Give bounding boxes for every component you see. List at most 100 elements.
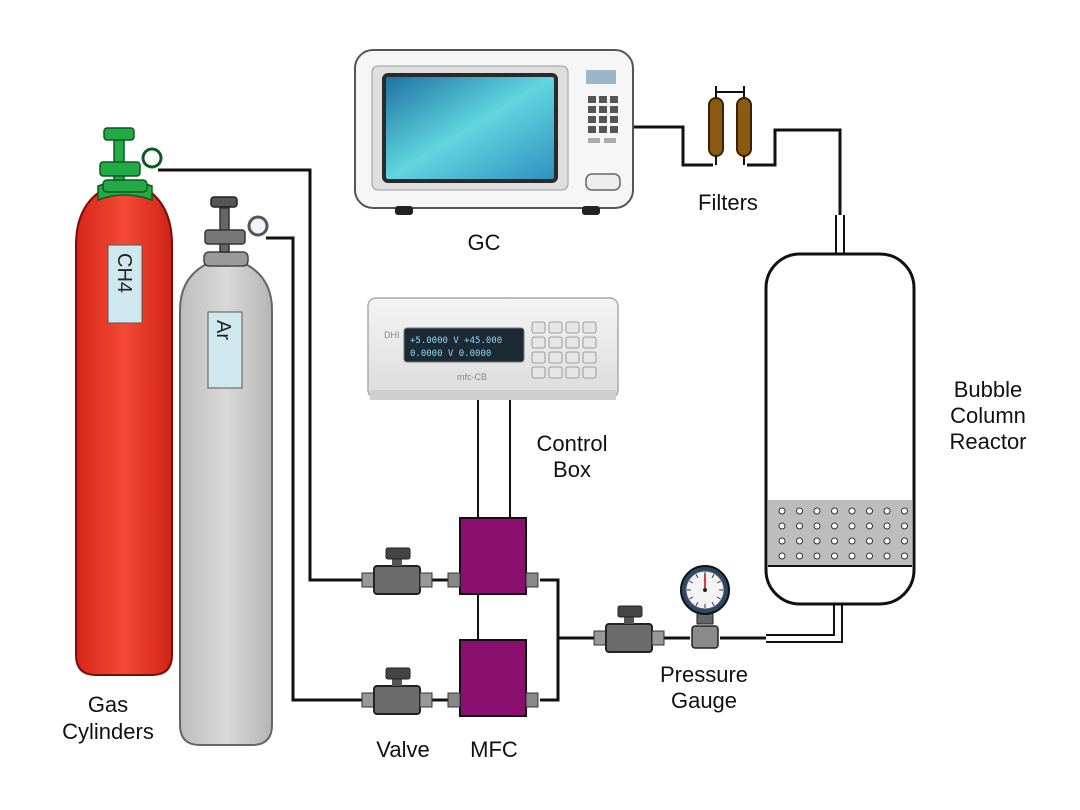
bubble xyxy=(866,507,873,515)
filters-to-gc xyxy=(620,125,713,167)
control-box-key xyxy=(531,351,546,364)
ch4-regulator-gauge xyxy=(141,147,163,169)
control-box-key xyxy=(548,336,563,349)
gc-label: GC xyxy=(468,230,501,255)
gc-keypad xyxy=(588,96,618,143)
bubble xyxy=(831,537,838,545)
ch4-valve-handle xyxy=(103,127,135,141)
pressure-gauge xyxy=(680,565,730,649)
control-box-key xyxy=(582,321,597,334)
bubble xyxy=(831,507,838,515)
bubble xyxy=(813,507,821,515)
control-box-key xyxy=(531,336,546,349)
bubble xyxy=(848,522,856,530)
bubble xyxy=(778,507,786,515)
bubble xyxy=(866,552,873,560)
control-box-display-line2: 0.0000 V 0.0000 xyxy=(410,349,491,359)
piping xyxy=(158,91,845,702)
gauge-tick xyxy=(716,580,721,584)
gc-foot-left xyxy=(395,206,413,215)
mfc-outlet-merge xyxy=(540,578,598,702)
bubble xyxy=(883,537,891,545)
gauge-tick xyxy=(689,580,694,584)
mfc-ar xyxy=(447,639,539,717)
control-box-key xyxy=(548,351,563,364)
ch4-label-tag xyxy=(107,244,143,324)
gc-foot-right xyxy=(582,206,600,215)
bubble xyxy=(796,537,803,545)
mfc-label: MFC xyxy=(470,737,518,762)
control-box: DHI +5.0000 V +45.000 0.0000 V 0.0000 mf… xyxy=(367,297,619,400)
gc-door-handle xyxy=(585,173,621,191)
control-box-keypad xyxy=(531,321,597,379)
control-box-model: mfc-CB xyxy=(457,372,487,382)
gauge-tick xyxy=(711,601,715,606)
control-box-key xyxy=(548,321,563,334)
bubble xyxy=(813,522,821,530)
pressure-gauge-label-line1: Pressure xyxy=(660,662,748,687)
bubble xyxy=(778,552,786,560)
reactor-label-line3: Reactor xyxy=(949,429,1026,454)
bubble xyxy=(901,522,908,530)
bubble xyxy=(831,552,838,560)
gauge-tick xyxy=(689,596,694,600)
ar-valve-handle xyxy=(210,196,238,208)
control-box-label-line1: Control xyxy=(537,431,608,456)
ch4-label: CH4 xyxy=(113,253,135,293)
bubble xyxy=(866,522,873,530)
ch4-cylinder: CH4 xyxy=(75,127,173,676)
control-box-brand: DHI xyxy=(384,330,400,340)
gauge-tick xyxy=(695,574,699,579)
ar-cylinder: Ar xyxy=(179,196,273,746)
gas-cylinders-label-line1: Gas xyxy=(88,692,128,717)
bubble xyxy=(813,552,821,560)
bubble xyxy=(813,537,821,545)
bubble xyxy=(848,537,856,545)
control-box-key xyxy=(565,336,580,349)
control-box-display-line1: +5.0000 V +45.000 xyxy=(410,336,502,346)
valve-outlet xyxy=(593,605,665,653)
reactor-outlet-double xyxy=(835,215,845,258)
gc-instrument xyxy=(354,49,634,215)
control-box-display xyxy=(403,327,525,363)
bubble xyxy=(866,537,873,545)
bubble xyxy=(778,537,786,545)
control-box-key xyxy=(531,321,546,334)
bubble xyxy=(901,537,908,545)
control-box-key xyxy=(531,366,546,379)
gauge-tick xyxy=(716,596,721,600)
ar-label-tag xyxy=(207,311,243,389)
bubble xyxy=(883,552,891,560)
filters-label: Filters xyxy=(698,190,758,215)
ar-line xyxy=(266,236,365,702)
filter-1 xyxy=(708,97,724,157)
bubble xyxy=(901,507,908,515)
reactor-label-line2: Column xyxy=(950,403,1026,428)
reactor-bubbles xyxy=(778,507,908,560)
control-box-key xyxy=(548,366,563,379)
control-box-key xyxy=(565,366,580,379)
bubble xyxy=(883,522,891,530)
gauge-tick xyxy=(695,601,699,606)
bubble xyxy=(778,522,786,530)
valve-ch4 xyxy=(361,547,433,595)
valve-ar xyxy=(361,667,433,715)
ch4-line xyxy=(158,168,365,582)
bubble xyxy=(796,507,803,515)
bubble xyxy=(848,507,856,515)
control-box-key xyxy=(565,321,580,334)
control-box-key xyxy=(582,351,597,364)
pressure-gauge-label-line2: Gauge xyxy=(671,688,737,713)
gas-cylinders-label-line2: Cylinders xyxy=(62,719,154,744)
gc-screen xyxy=(382,73,558,183)
mfc-ch4 xyxy=(447,517,539,595)
control-box-label-line2: Box xyxy=(553,457,591,482)
filter-2 xyxy=(736,97,752,157)
ar-label: Ar xyxy=(212,320,234,340)
ar-regulator-gauge xyxy=(247,215,269,237)
control-box-key xyxy=(565,351,580,364)
bubble xyxy=(901,552,908,560)
bubble xyxy=(883,507,891,515)
filters xyxy=(708,86,752,165)
bubble xyxy=(796,552,803,560)
